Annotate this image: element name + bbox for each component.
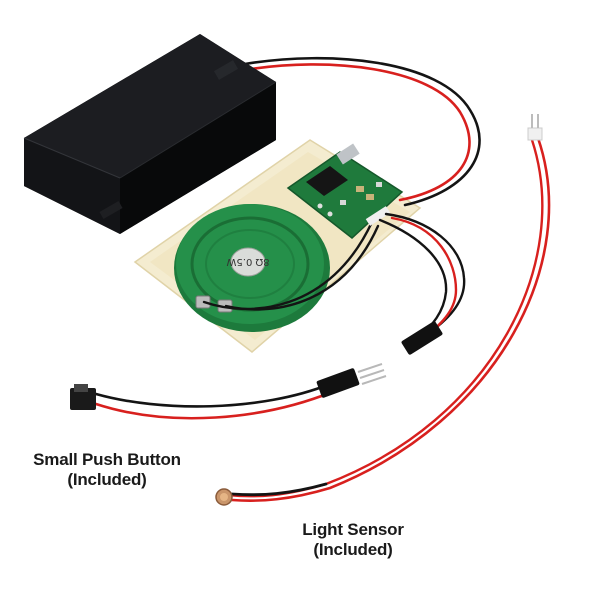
male-connector (316, 363, 387, 398)
push-button-caption-title: Small Push Button (33, 450, 181, 469)
push-button-caption: Small Push Button (Included) (18, 450, 196, 490)
light-sensor-caption-title: Light Sensor (302, 520, 404, 539)
speaker-wires (202, 220, 380, 311)
connector-wires (378, 212, 466, 340)
female-connector (401, 321, 443, 355)
speaker-marking: 8Ω 0.5W (226, 256, 269, 267)
battery-case (23, 34, 277, 234)
light-sensor-wires (226, 136, 551, 502)
sound-module-board (286, 143, 404, 239)
battery-wires (243, 56, 481, 207)
push-button (70, 384, 96, 410)
push-button-assembly (94, 382, 334, 420)
light-sensor-caption: Light Sensor (Included) (290, 520, 416, 560)
speaker: 8Ω 0.5W (174, 204, 330, 332)
light-sensor-caption-note: (Included) (313, 540, 393, 559)
sensor-pin-header (527, 114, 543, 141)
light-sensor (215, 488, 233, 506)
push-button-caption-note: (Included) (67, 470, 147, 489)
